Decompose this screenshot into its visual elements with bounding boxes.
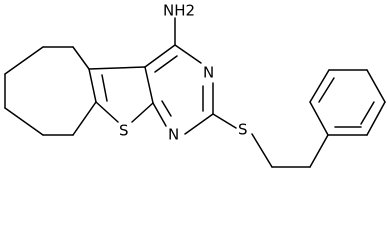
bond <box>131 102 154 123</box>
bond <box>101 74 108 102</box>
bond <box>72 101 97 136</box>
bond <box>174 44 202 64</box>
bond <box>95 101 119 123</box>
bond <box>88 68 97 103</box>
bond <box>318 77 335 103</box>
ring-nitrogen-lower-label: N <box>168 126 179 144</box>
bonds <box>4 17 386 168</box>
amino-label: NH2 <box>163 2 195 20</box>
bond <box>184 113 214 135</box>
bond <box>212 113 237 129</box>
bond <box>144 66 154 104</box>
bond <box>251 133 273 168</box>
bond <box>366 69 386 103</box>
bond <box>309 134 329 168</box>
bond <box>144 44 176 68</box>
bond <box>309 101 329 136</box>
bond <box>4 107 44 136</box>
thiophene-sulfur-label: S <box>119 122 129 140</box>
bond <box>152 102 167 127</box>
bond <box>360 101 375 125</box>
bond <box>72 46 90 70</box>
thioether-sulfur-label: S <box>238 121 248 139</box>
bond <box>366 101 386 136</box>
bond <box>309 69 330 103</box>
atom-labels: NH2 N N S S <box>119 2 248 144</box>
bond <box>154 55 178 73</box>
chemical-structure-diagram: NH2 N N S S <box>4 2 386 168</box>
bond <box>88 66 146 70</box>
bond <box>161 100 172 117</box>
bond <box>4 46 44 75</box>
ring-nitrogen-upper-label: N <box>203 64 214 82</box>
